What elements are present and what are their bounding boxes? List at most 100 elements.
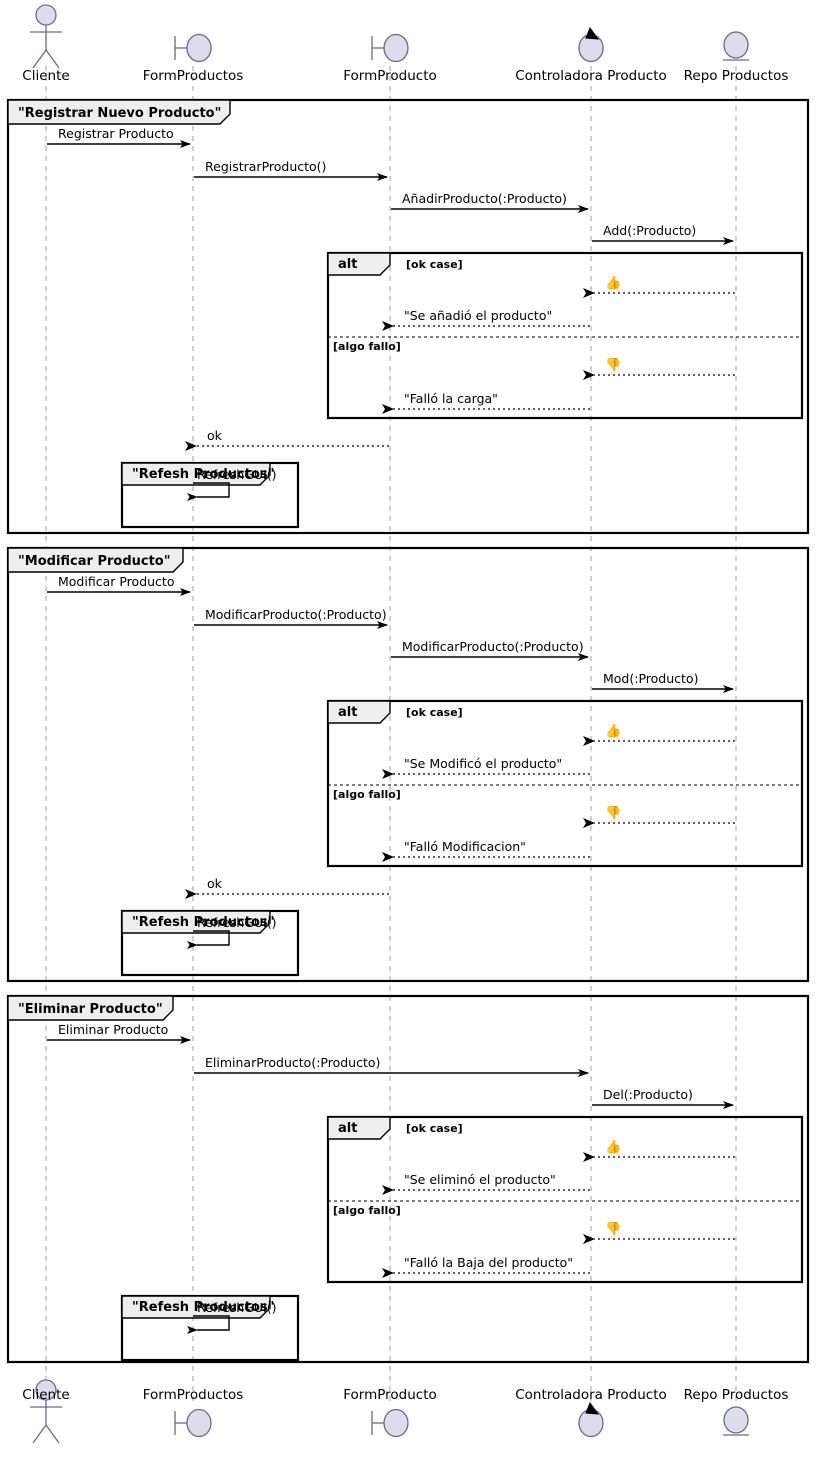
boundary-circle-icon <box>383 1408 409 1438</box>
participant-heads-group: ClienteClienteFormProductosFormProductos… <box>22 4 789 1444</box>
message-label-m12: EliminarProducto(:Producto) <box>205 1055 380 1070</box>
fragment-border-frag-registrar <box>6 98 810 535</box>
message-label-m10: ok <box>207 876 223 891</box>
participant-label-formproductos-top: FormProductos <box>143 68 244 84</box>
message-label-c3: 👎 <box>605 1221 621 1237</box>
alt-fragment-alt-modificar[interactable]: alt [ok case] 👍 "Se Modificó el producto" [a… <box>326 699 804 868</box>
participant-formproductos-bottom[interactable]: FormProductos <box>143 1387 244 1438</box>
actor-head-icon <box>35 4 57 26</box>
alt-guard-alt-registrar-1: [algo fallo] <box>333 340 401 353</box>
alt-guard-alt-modificar-1: [algo fallo] <box>333 788 401 801</box>
message-label-a1: 👍 <box>605 275 621 291</box>
message-label-c4: "Falló la Baja del producto" <box>404 1255 573 1270</box>
ref-ref-refresh-1-label: "Refesh Productos" <box>132 467 274 482</box>
alt-guard-alt-registrar-0: [ok case] <box>406 258 463 271</box>
fragment-frag-eliminar[interactable]: "Eliminar Producto"Eliminar ProductoElim… <box>6 994 810 1364</box>
fragments-group: "Registrar Nuevo Producto" Registrar Prod… <box>6 98 810 1364</box>
message-label-m3: AñadirProducto(:Producto) <box>402 191 567 206</box>
participant-label-repo-bottom: Repo Productos <box>684 1387 789 1403</box>
participant-label-controladora-bottom: Controladora Producto <box>515 1387 667 1403</box>
participant-label-cliente-bottom: Cliente <box>22 1387 69 1403</box>
message-label-a2: "Se añadió el producto" <box>404 308 552 323</box>
message-label-m13: Del(:Producto) <box>603 1087 693 1102</box>
participant-formproducto-bottom[interactable]: FormProducto <box>343 1387 437 1438</box>
participant-controladora-top[interactable]: Controladora Producto <box>515 26 667 84</box>
participant-label-formproducto-bottom: FormProducto <box>343 1387 437 1403</box>
fragment-frag-eliminar-tab-shape <box>7 995 174 1021</box>
alt-guard-alt-eliminar-0: [ok case] <box>406 1122 463 1135</box>
alt-alt-registrar-label: alt <box>338 257 357 272</box>
message-label-b3: 👎 <box>605 805 621 821</box>
alt-alt-modificar-label: alt <box>338 705 357 720</box>
message-label-m11: Eliminar Producto <box>58 1022 168 1037</box>
boundary-circle-icon <box>186 33 212 63</box>
self-message-label-ref-refresh-1: RefreshGUI() <box>197 467 276 482</box>
alt-fragment-alt-eliminar[interactable]: alt[ok case]👍"Se eliminó el producto"[al… <box>326 1115 804 1284</box>
message-label-m4: Add(:Producto) <box>603 223 696 238</box>
participant-label-repo-top: Repo Productos <box>684 68 789 84</box>
self-message-line-ref-refresh-1 <box>187 482 230 501</box>
message-label-m1: Registrar Producto <box>58 126 174 141</box>
ref-ref-refresh-3-tab-shape <box>121 1295 271 1319</box>
boundary-circle-icon <box>186 1408 212 1438</box>
participant-repo-bottom[interactable]: Repo Productos <box>684 1387 789 1436</box>
ref-fragment-ref-refresh-2[interactable]: "Refesh Productos"RefreshGUI() <box>120 909 300 977</box>
self-message-line-ref-refresh-3 <box>187 1315 230 1334</box>
fragment-frag-modificar-tab-shape <box>7 547 184 573</box>
message-label-m5: ok <box>207 428 223 443</box>
participant-label-formproductos-bottom: FormProductos <box>143 1387 244 1403</box>
entity-circle-icon <box>723 31 749 59</box>
ref-ref-refresh-2-label: "Refesh Productos" <box>132 915 274 930</box>
fragment-frag-modificar-label: "Modificar Producto" <box>18 554 171 569</box>
message-label-b4: "Falló Modificacion" <box>404 839 526 854</box>
message-label-m9: Mod(:Producto) <box>603 671 698 686</box>
self-message-label-ref-refresh-3: RefreshGUI() <box>197 1300 276 1315</box>
participant-repo-top[interactable]: Repo Productos <box>684 31 789 84</box>
participant-formproductos-top[interactable]: FormProductos <box>143 33 244 85</box>
fragment-border-frag-eliminar <box>6 994 810 1364</box>
participant-label-controladora-top: Controladora Producto <box>515 68 667 84</box>
alt-fragment-alt-registrar[interactable]: alt [ok case] 👍 "Se añadió el producto" [alg… <box>326 251 804 420</box>
entity-circle-icon <box>723 1406 749 1434</box>
self-message-label-ref-refresh-2: RefreshGUI() <box>197 915 276 930</box>
alt-alt-eliminar-label: alt <box>338 1121 357 1136</box>
control-arrow-icon <box>585 26 600 40</box>
ref-fragment-ref-refresh-1[interactable]: "Refesh Productos"RefreshGUI() <box>120 461 300 529</box>
fragment-frag-registrar[interactable]: "Registrar Nuevo Producto" Registrar Prod… <box>6 98 810 535</box>
message-label-c2: "Se eliminó el producto" <box>404 1172 556 1187</box>
message-label-b1: 👍 <box>605 723 621 739</box>
alt-guard-alt-eliminar-1: [algo fallo] <box>333 1204 401 1217</box>
message-label-a3: 👎 <box>605 357 621 373</box>
message-label-m7: ModificarProducto(:Producto) <box>205 607 387 622</box>
alt-border-alt-modificar <box>326 699 804 868</box>
fragment-frag-modificar[interactable]: "Modificar Producto" Modificar ProductoMo… <box>6 546 810 983</box>
participant-label-formproducto-top: FormProducto <box>343 68 437 84</box>
alt-guard-alt-modificar-0: [ok case] <box>406 706 463 719</box>
fragment-border-frag-modificar <box>6 546 810 983</box>
fragment-frag-registrar-tab-shape <box>7 99 231 125</box>
message-label-m8: ModificarProducto(:Producto) <box>402 639 584 654</box>
fragment-frag-registrar-label: "Registrar Nuevo Producto" <box>18 106 221 121</box>
control-arrow-icon <box>585 1401 600 1415</box>
alt-border-alt-eliminar <box>326 1115 804 1284</box>
message-label-m2: RegistrarProducto() <box>205 159 326 174</box>
ref-fragment-ref-refresh-3[interactable]: "Refesh Productos"RefreshGUI() <box>120 1294 300 1362</box>
message-label-b2: "Se Modificó el producto" <box>404 756 562 771</box>
message-label-a4: "Falló la carga" <box>404 391 498 406</box>
alt-alt-registrar-tab-shape <box>327 252 391 276</box>
actor-leg-right-icon <box>45 49 60 69</box>
actor-leg-right-icon <box>45 1424 60 1444</box>
boundary-circle-icon <box>383 33 409 63</box>
actor-leg-left-icon <box>32 1424 47 1444</box>
actor-leg-left-icon <box>32 49 47 69</box>
participant-cliente-top[interactable]: Cliente <box>22 4 70 84</box>
participant-cliente-bottom[interactable]: Cliente <box>22 1379 70 1444</box>
participant-formproducto-top[interactable]: FormProducto <box>343 33 437 85</box>
message-label-m6: Modificar Producto <box>58 574 174 589</box>
participant-controladora-bottom[interactable]: Controladora Producto <box>515 1387 667 1438</box>
ref-ref-refresh-3-label: "Refesh Productos" <box>132 1300 274 1315</box>
self-message-line-ref-refresh-2 <box>187 930 230 949</box>
ref-ref-refresh-2-tab-shape <box>121 910 271 934</box>
